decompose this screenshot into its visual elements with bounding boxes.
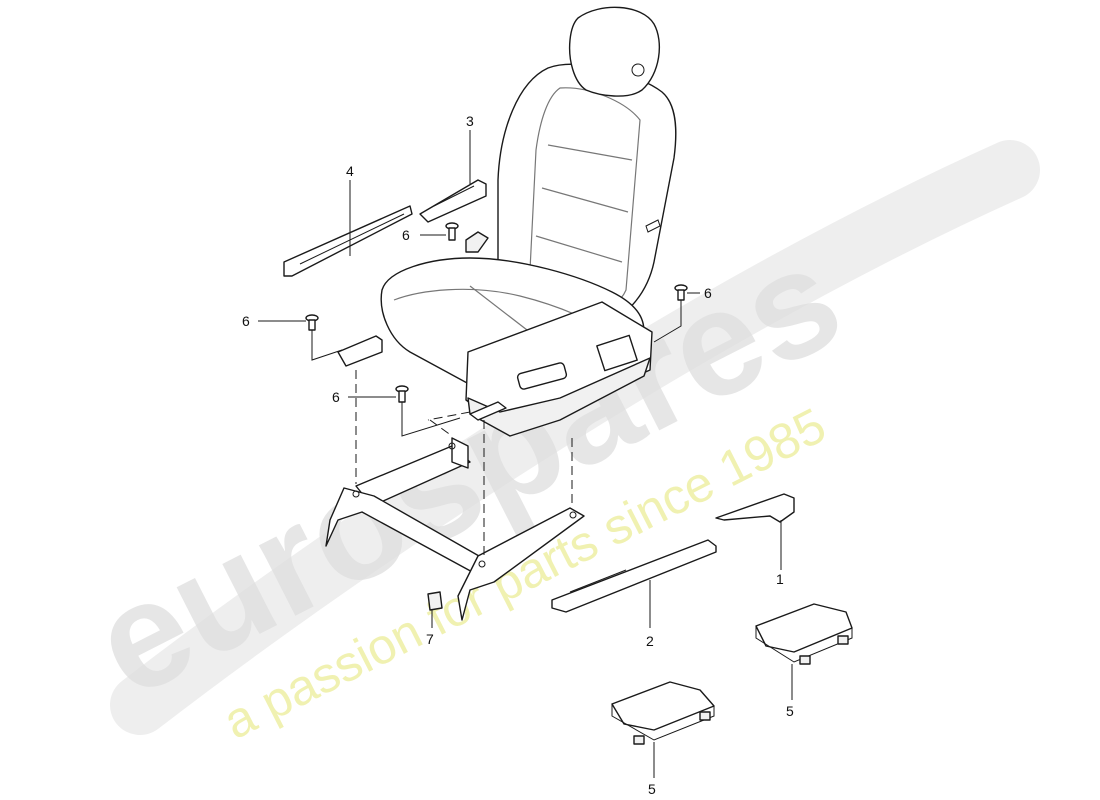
screw-icon <box>674 284 688 301</box>
leader-lines <box>258 130 793 778</box>
bracket-foot <box>799 655 811 665</box>
part-clip <box>427 591 443 611</box>
bracket-foot <box>699 711 711 721</box>
leader-line-6b-to-part <box>311 330 343 361</box>
screw-icon <box>395 385 409 403</box>
frame-side-rail-right <box>457 507 585 621</box>
leader-line-6c-to-part <box>401 402 461 437</box>
rail-cover-left <box>337 335 383 367</box>
assembly-lines <box>355 370 573 556</box>
seat-lever <box>516 362 568 390</box>
callout-6: 6 <box>704 285 712 301</box>
frame-hole <box>569 511 577 519</box>
screw-icon <box>445 222 459 241</box>
frame-upper-bracket <box>451 437 469 469</box>
frame-hole <box>352 490 360 498</box>
rail-cover-center <box>469 401 507 421</box>
part-cover-strip <box>419 179 487 223</box>
part-trim-strip <box>283 205 413 277</box>
seat-headrest <box>568 6 661 97</box>
callout-6: 6 <box>332 389 340 405</box>
assembly-line <box>429 419 453 437</box>
backrest-panel-line-2 <box>541 187 629 213</box>
seat-base-shroud <box>467 357 651 437</box>
part-bracket-lower <box>611 681 715 745</box>
part-trim-cover <box>715 493 795 523</box>
headrest-button <box>631 63 645 77</box>
bracket-foot <box>837 635 849 645</box>
callout-5: 5 <box>648 781 656 797</box>
seat-frame <box>325 437 585 621</box>
small-clip-upper <box>465 231 489 253</box>
callout-6: 6 <box>402 227 410 243</box>
screw-icon <box>305 314 319 331</box>
seat-adjust-switch <box>596 334 638 372</box>
part-seat-rail <box>551 539 717 613</box>
callout-3: 3 <box>466 113 474 129</box>
backrest-panel-line-3 <box>535 235 623 263</box>
callouts: 4 3 6 6 6 6 1 2 5 5 7 <box>242 113 794 797</box>
callout-4: 4 <box>346 163 354 179</box>
backrest-panel-line-1 <box>547 144 633 161</box>
frame-side-rail-left <box>325 487 487 575</box>
callout-2: 2 <box>646 633 654 649</box>
leader-line-6d-to-part <box>653 300 682 343</box>
backrest-logo <box>645 219 661 233</box>
callout-5: 5 <box>786 703 794 719</box>
frame-hole <box>478 560 486 568</box>
part-bracket-upper <box>755 603 853 665</box>
seat-assembly <box>380 6 677 437</box>
callout-6: 6 <box>242 313 250 329</box>
assembly-line <box>427 411 471 421</box>
callout-7: 7 <box>426 631 434 647</box>
callout-1: 1 <box>776 571 784 587</box>
frame-hole <box>448 442 456 450</box>
bracket-foot <box>633 735 645 745</box>
